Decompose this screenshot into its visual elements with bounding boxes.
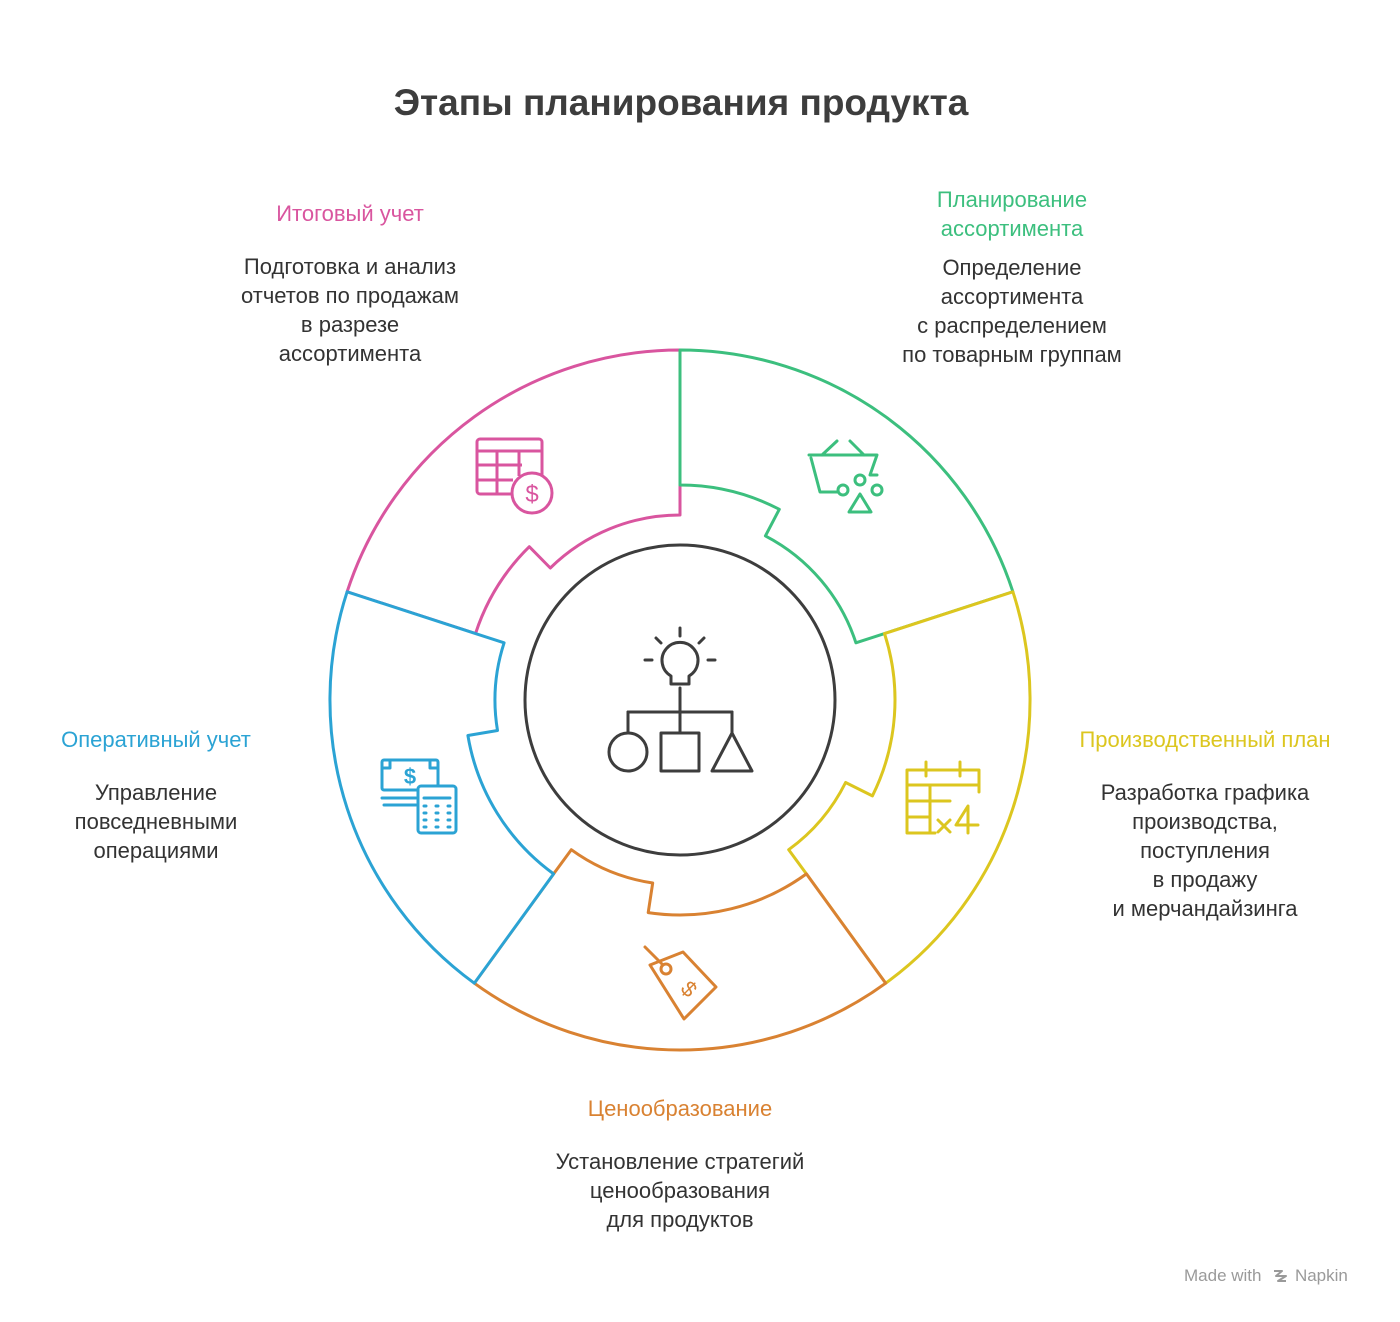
stage-operational-accounting: Оперативный учет Управление повседневным…	[0, 725, 312, 865]
stage-title: Итоговый учет	[276, 201, 424, 226]
cycle-segments	[328, 348, 1032, 1052]
calendar-multiply-icon	[905, 760, 981, 835]
napkin-watermark[interactable]: Made with Napkin	[1184, 1266, 1348, 1286]
stage-production-plan: Производственный план Разработка графика…	[1040, 725, 1370, 923]
stage-description: Установление стратегий ценообразования д…	[555, 1149, 805, 1232]
napkin-logo-icon	[1274, 1270, 1288, 1282]
diagram-title: Этапы планирования продукта	[393, 82, 969, 123]
svg-text:$: $	[404, 764, 416, 789]
basket-shapes-icon	[807, 439, 884, 514]
stage-description: Определение ассортимента с распределение…	[902, 255, 1122, 367]
cash-calculator-icon: $	[380, 758, 458, 835]
stage-title: Производственный план	[1079, 727, 1331, 752]
stage-title: Оперативный учет	[61, 727, 251, 752]
stage-title: Ценообразование	[587, 1096, 773, 1121]
watermark-prefix: Made with	[1184, 1266, 1262, 1285]
watermark-brand: Napkin	[1294, 1266, 1348, 1285]
stage-title: Планирование ассортимента	[936, 187, 1088, 241]
stage-description: Подготовка и анализ отчетов по продажам …	[241, 254, 459, 366]
stage-pricing: Ценообразование Установление стратегий ц…	[520, 1094, 840, 1234]
stage-summary-accounting: Итоговый учет Подготовка и анализ отчето…	[190, 199, 510, 368]
stage-assortment-planning: Планирование ассортимента Определение ас…	[852, 185, 1172, 369]
stage-description: Управление повседневными операциями	[74, 780, 238, 863]
svg-text:$: $	[525, 481, 538, 508]
stage-description: Разработка графика производства, поступл…	[1100, 780, 1310, 921]
lightbulb-org-chart-icon	[607, 626, 754, 773]
spreadsheet-dollar-icon: $	[475, 437, 554, 515]
